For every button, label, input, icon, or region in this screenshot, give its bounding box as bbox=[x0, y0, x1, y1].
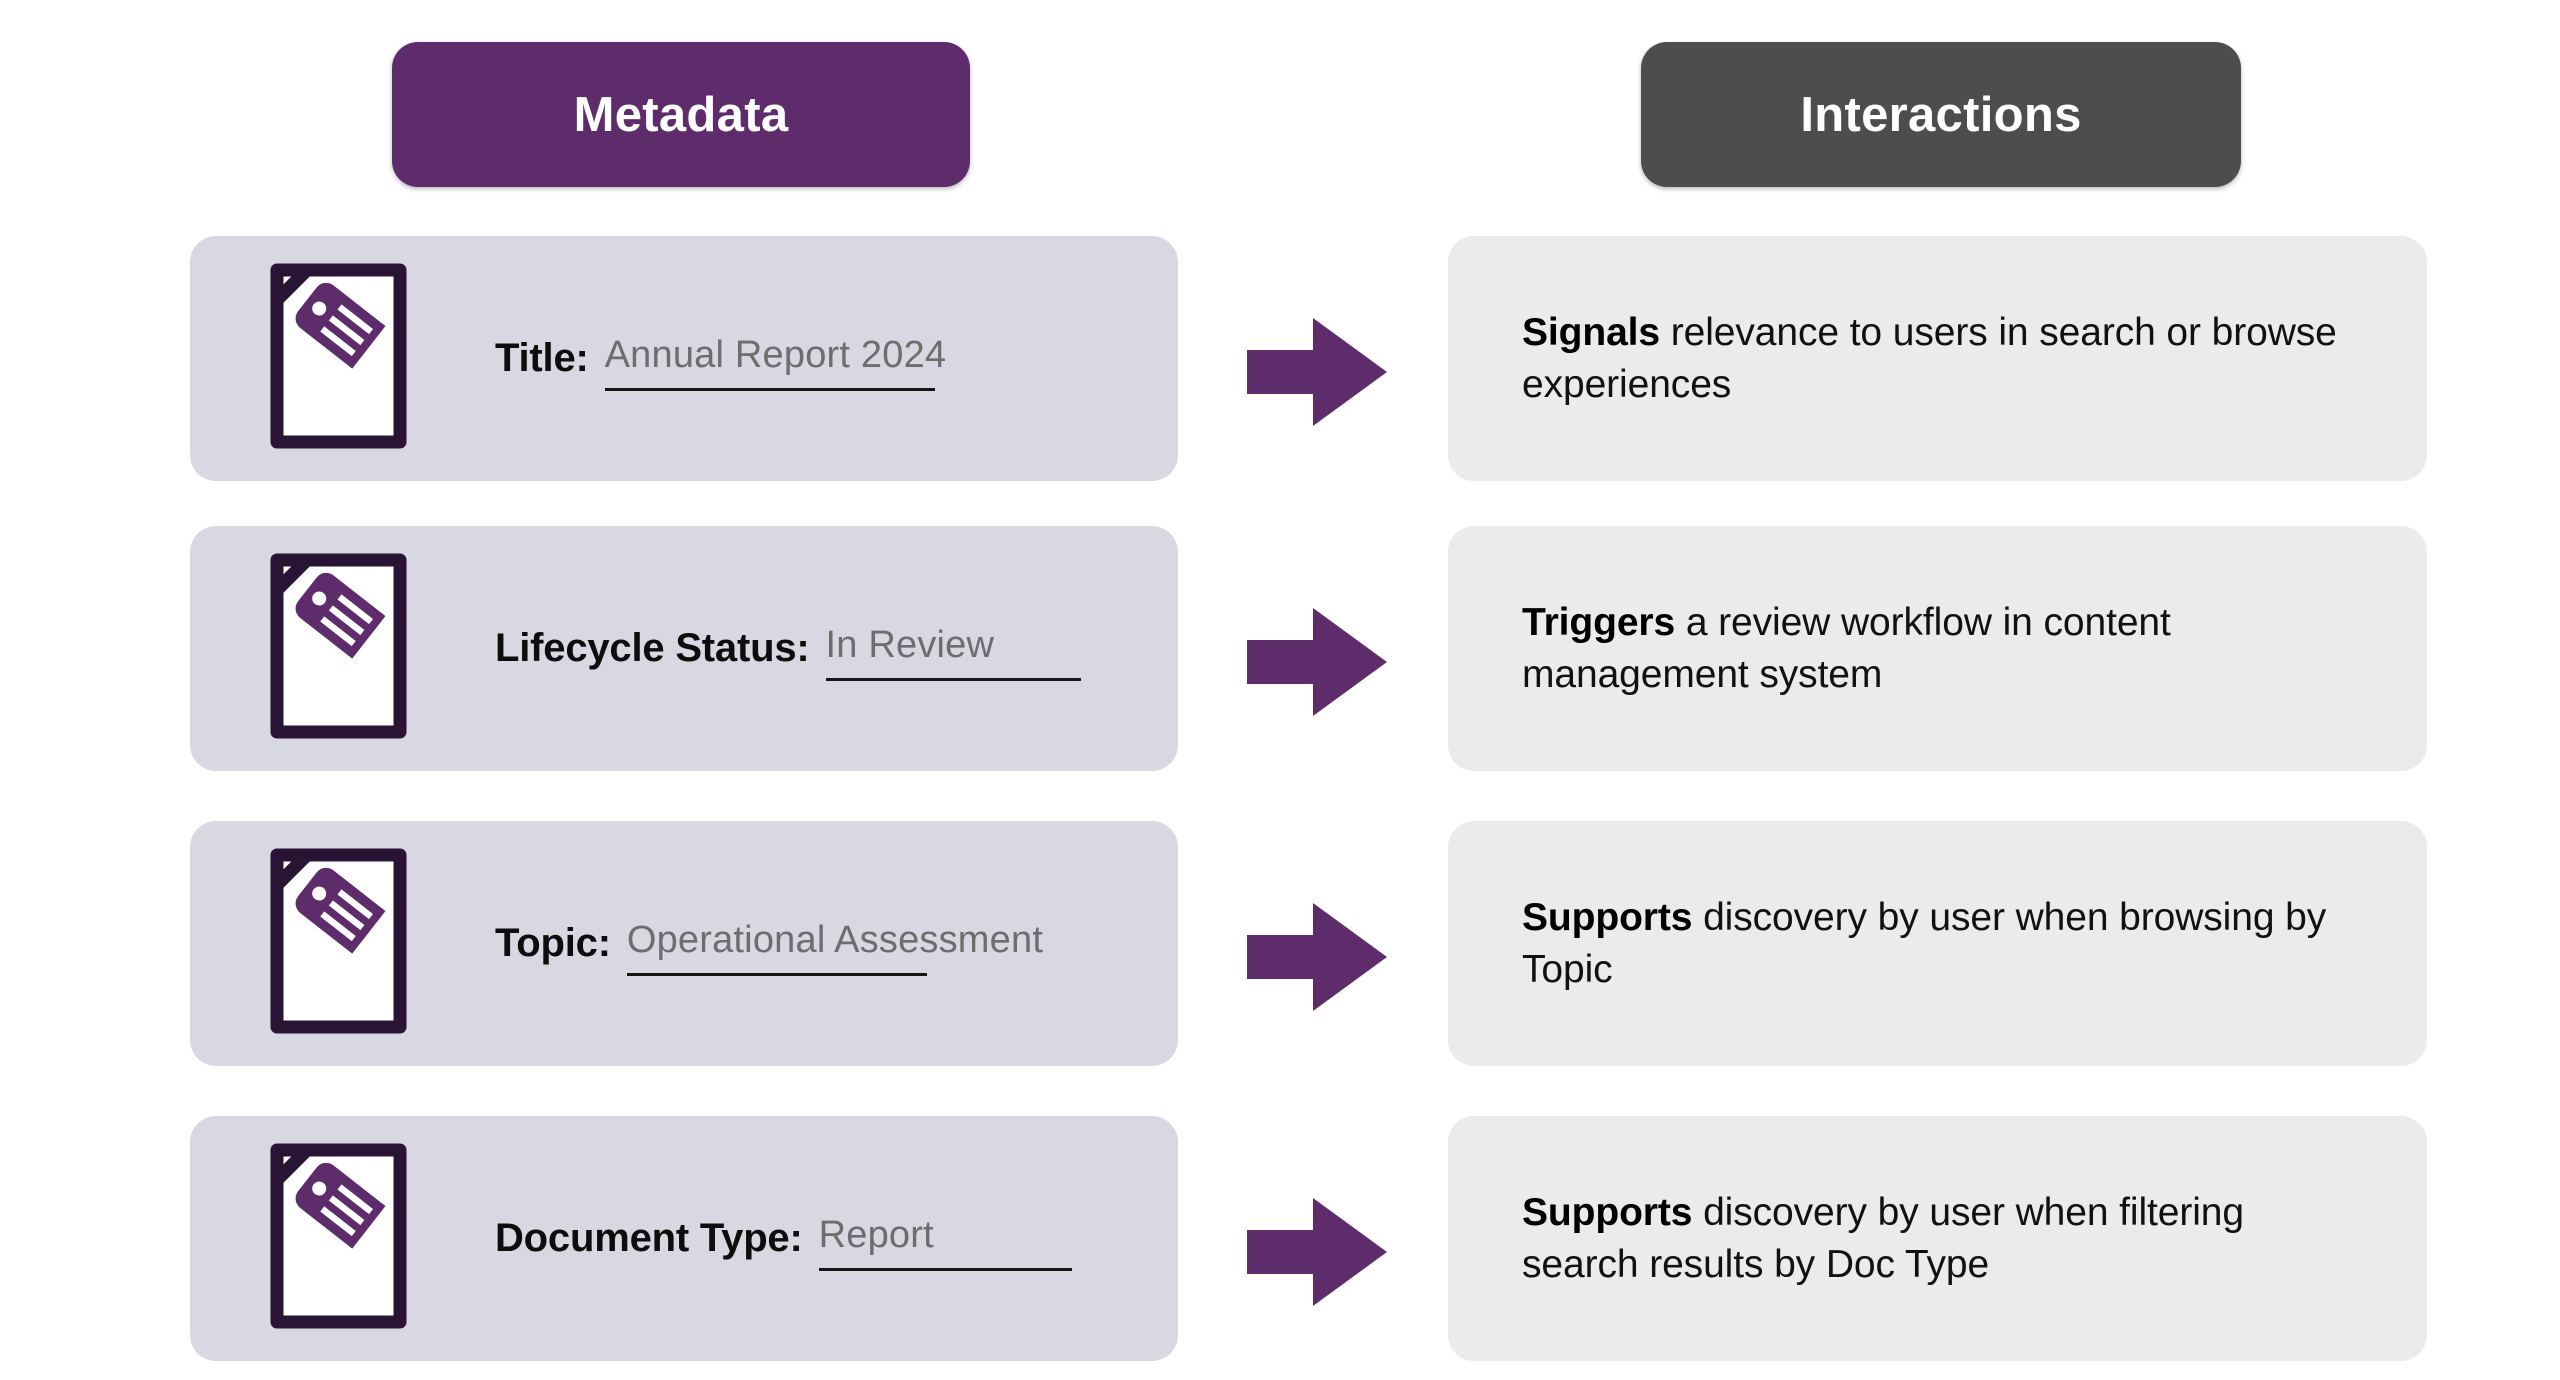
mapping-row: Lifecycle Status: In Review Triggers a r… bbox=[0, 526, 2560, 776]
interaction-text: Triggers a review workflow in content ma… bbox=[1448, 597, 2427, 700]
interaction-card[interactable]: Supports discovery by user when filterin… bbox=[1448, 1116, 2427, 1361]
mapping-row: Topic: Operational Assessment Supports d… bbox=[0, 821, 2560, 1071]
document-tag-icon bbox=[250, 546, 415, 746]
metadata-value-field[interactable]: Annual Report 2024 bbox=[604, 334, 947, 391]
metadata-card[interactable]: Topic: Operational Assessment bbox=[190, 821, 1178, 1066]
metadata-card[interactable]: Title: Annual Report 2024 bbox=[190, 236, 1178, 481]
column-header-interactions-label: Interactions bbox=[1800, 87, 2082, 142]
metadata-value: Annual Report 2024 bbox=[604, 334, 947, 376]
column-header-metadata-label: Metadata bbox=[573, 87, 789, 142]
metadata-value: Report bbox=[818, 1214, 934, 1256]
metadata-field: Document Type: Report bbox=[340, 1116, 1160, 1361]
metadata-label: Lifecycle Status: bbox=[495, 626, 810, 670]
metadata-value-underline bbox=[818, 1268, 1072, 1271]
interaction-text: Supports discovery by user when browsing… bbox=[1448, 892, 2427, 995]
column-header-interactions: Interactions bbox=[1641, 42, 2241, 187]
metadata-value-underline bbox=[604, 388, 935, 391]
right-arrow-icon bbox=[1247, 1198, 1387, 1306]
metadata-card[interactable]: Lifecycle Status: In Review bbox=[190, 526, 1178, 771]
metadata-value-underline bbox=[626, 973, 927, 976]
document-tag-icon bbox=[250, 256, 415, 456]
document-tag-icon bbox=[250, 1136, 415, 1336]
interaction-detail: discovery by user when browsing by Topic bbox=[1522, 896, 2327, 991]
interaction-card[interactable]: Triggers a review workflow in content ma… bbox=[1448, 526, 2427, 771]
mapping-row: Document Type: Report Supports discovery… bbox=[0, 1116, 2560, 1366]
interaction-card[interactable]: Signals relevance to users in search or … bbox=[1448, 236, 2427, 481]
metadata-card[interactable]: Document Type: Report bbox=[190, 1116, 1178, 1361]
interaction-verb: Supports bbox=[1522, 896, 1693, 940]
metadata-value-field[interactable]: In Review bbox=[825, 624, 1081, 681]
right-arrow-icon bbox=[1247, 318, 1387, 426]
interaction-verb: Signals bbox=[1522, 311, 1661, 355]
interaction-card[interactable]: Supports discovery by user when browsing… bbox=[1448, 821, 2427, 1066]
metadata-value-underline bbox=[825, 678, 1081, 681]
right-arrow-icon bbox=[1247, 608, 1387, 716]
metadata-field: Topic: Operational Assessment bbox=[340, 821, 1160, 1066]
metadata-field: Title: Annual Report 2024 bbox=[340, 236, 1160, 481]
column-header-metadata: Metadata bbox=[392, 42, 970, 187]
metadata-value: Operational Assessment bbox=[626, 919, 1044, 961]
metadata-value-field[interactable]: Operational Assessment bbox=[626, 919, 1044, 976]
metadata-value-field[interactable]: Report bbox=[818, 1214, 1072, 1271]
interaction-verb: Supports bbox=[1522, 1191, 1693, 1235]
metadata-label: Document Type: bbox=[495, 1216, 803, 1260]
metadata-label: Title: bbox=[495, 336, 589, 380]
metadata-value: In Review bbox=[825, 624, 995, 666]
interaction-text: Supports discovery by user when filterin… bbox=[1448, 1187, 2427, 1290]
interaction-detail: relevance to users in search or browse e… bbox=[1522, 311, 2337, 406]
right-arrow-icon bbox=[1247, 903, 1387, 1011]
interaction-verb: Triggers bbox=[1522, 601, 1676, 645]
document-tag-icon bbox=[250, 841, 415, 1041]
mapping-row: Title: Annual Report 2024 Signals releva… bbox=[0, 236, 2560, 486]
metadata-field: Lifecycle Status: In Review bbox=[340, 526, 1160, 771]
metadata-label: Topic: bbox=[495, 921, 611, 965]
interaction-detail: discovery by user when filtering search … bbox=[1522, 1191, 2244, 1286]
interaction-detail: a review workflow in content management … bbox=[1522, 601, 2171, 696]
interaction-text: Signals relevance to users in search or … bbox=[1448, 307, 2427, 410]
